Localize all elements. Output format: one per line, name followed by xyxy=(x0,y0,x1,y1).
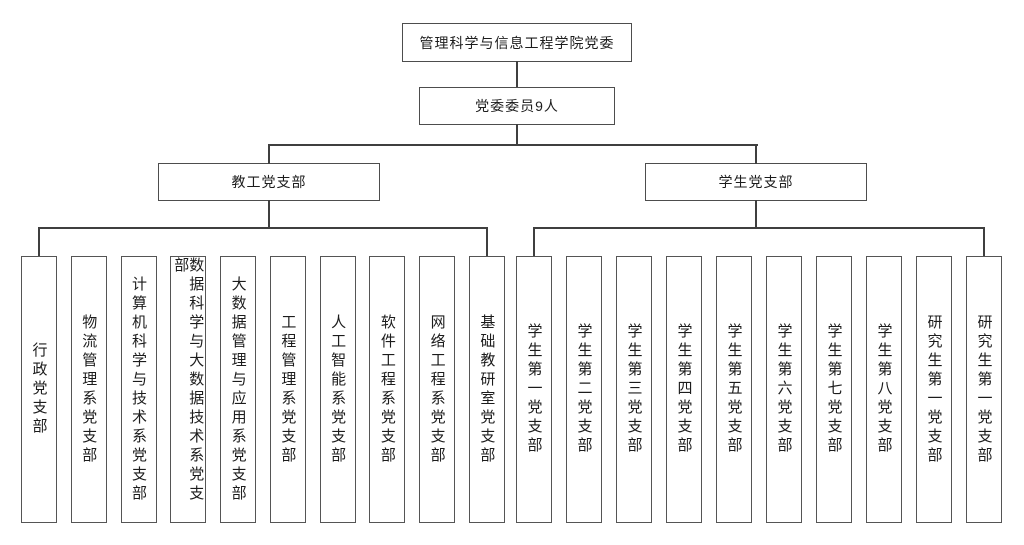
org-leaf-label: 物流管理系党支部 xyxy=(80,313,98,466)
org-leaf-box: 学生第四党支部 xyxy=(666,256,702,523)
org-node-root-label: 管理科学与信息工程学院党委 xyxy=(419,34,615,51)
org-leaf-label: 大数据管理与应用系党支部 xyxy=(229,275,247,504)
org-leaf-box: 学生第一党支部 xyxy=(516,256,552,523)
connector-student-drop xyxy=(755,144,757,164)
connector-faculty-children-horizontal xyxy=(38,227,488,229)
connector-faculty-stem xyxy=(268,200,270,228)
org-leaf-label: 工程管理系党支部 xyxy=(279,313,297,466)
org-leaf-label: 行政党支部 xyxy=(30,342,48,437)
org-leaf-box: 行政党支部 xyxy=(21,256,57,523)
connector-student-stem xyxy=(755,200,757,228)
org-leaf-label: 学生第七党支部 xyxy=(825,323,843,456)
org-leaf-label: 研究生第一党支部 xyxy=(975,313,993,466)
connector-faculty-children-left-end xyxy=(38,227,40,257)
org-leaf-label: 基础教研室党支部 xyxy=(478,313,496,466)
org-leaf-box: 软件工程系党支部 xyxy=(369,256,406,523)
faculty-leaf-group: 行政党支部 物流管理系党支部 计算机科学与技术系党支部 数据科学与大数据技术系党支部大… xyxy=(21,256,505,523)
connector-student-children-right-end xyxy=(983,227,985,257)
org-leaf-box: 物流管理系党支部 xyxy=(70,256,107,523)
connector-committee-drop xyxy=(516,124,518,145)
connector-student-children-horizontal xyxy=(533,227,985,229)
connector-student-children-left-end xyxy=(533,227,535,257)
org-node-student-branch-label: 学生党支部 xyxy=(718,174,794,190)
connector-faculty-drop xyxy=(268,144,270,164)
student-leaf-group: 学生第一党支部 学生第二党支部 学生第三党支部 学生第四党支部 学生第五党支部 学生第六党… xyxy=(516,256,1002,523)
org-leaf-box: 学生第七党支部 xyxy=(816,256,852,523)
org-leaf-label: 人工智能系党支部 xyxy=(329,313,347,466)
org-node-committee: 党委委员9人 xyxy=(419,87,615,125)
org-leaf-box: 计算机科学与技术系党支部 xyxy=(120,256,157,523)
org-leaf-label: 学生第一党支部 xyxy=(525,323,543,456)
org-leaf-box: 网络工程系党支部 xyxy=(419,256,456,523)
org-leaf-box: 人工智能系党支部 xyxy=(319,256,356,523)
org-leaf-label: 学生第四党支部 xyxy=(675,323,693,456)
org-leaf-box: 学生第五党支部 xyxy=(716,256,752,523)
org-leaf-label: 学生第三党支部 xyxy=(625,323,643,456)
org-leaf-box: 研究生第一党支部 xyxy=(966,256,1002,523)
org-node-root: 管理科学与信息工程学院党委 xyxy=(402,23,632,62)
org-leaf-label: 数据科学与大数据技术系党支部 xyxy=(172,257,205,504)
org-node-student-branch: 学生党支部 xyxy=(645,163,867,201)
org-leaf-label: 学生第二党支部 xyxy=(575,323,593,456)
org-leaf-label: 网络工程系党支部 xyxy=(428,313,446,466)
connector-faculty-children-right-end xyxy=(486,227,488,257)
org-leaf-box: 学生第六党支部 xyxy=(766,256,802,523)
org-leaf-box: 学生第二党支部 xyxy=(566,256,602,523)
connector-root-to-committee xyxy=(516,61,518,87)
org-node-committee-label: 党委委员9人 xyxy=(475,98,559,114)
org-leaf-label: 计算机科学与技术系党支部 xyxy=(130,275,148,504)
org-leaf-box: 工程管理系党支部 xyxy=(269,256,306,523)
org-leaf-box: 基础教研室党支部 xyxy=(468,256,505,523)
org-leaf-label: 学生第六党支部 xyxy=(775,323,793,456)
org-leaf-label: 学生第八党支部 xyxy=(875,323,893,456)
org-node-faculty-branch-label: 教工党支部 xyxy=(231,174,307,190)
org-leaf-box: 数据科学与大数据技术系党支部 xyxy=(170,256,207,523)
org-leaf-box: 学生第三党支部 xyxy=(616,256,652,523)
org-leaf-label: 学生第五党支部 xyxy=(725,323,743,456)
org-leaf-label: 研究生第一党支部 xyxy=(925,313,943,466)
org-node-faculty-branch: 教工党支部 xyxy=(158,163,380,201)
org-leaf-label: 软件工程系党支部 xyxy=(378,313,396,466)
org-leaf-box: 学生第八党支部 xyxy=(866,256,902,523)
org-leaf-box: 大数据管理与应用系党支部 xyxy=(220,256,257,523)
org-leaf-box: 研究生第一党支部 xyxy=(916,256,952,523)
connector-branch-horizontal xyxy=(268,144,758,146)
